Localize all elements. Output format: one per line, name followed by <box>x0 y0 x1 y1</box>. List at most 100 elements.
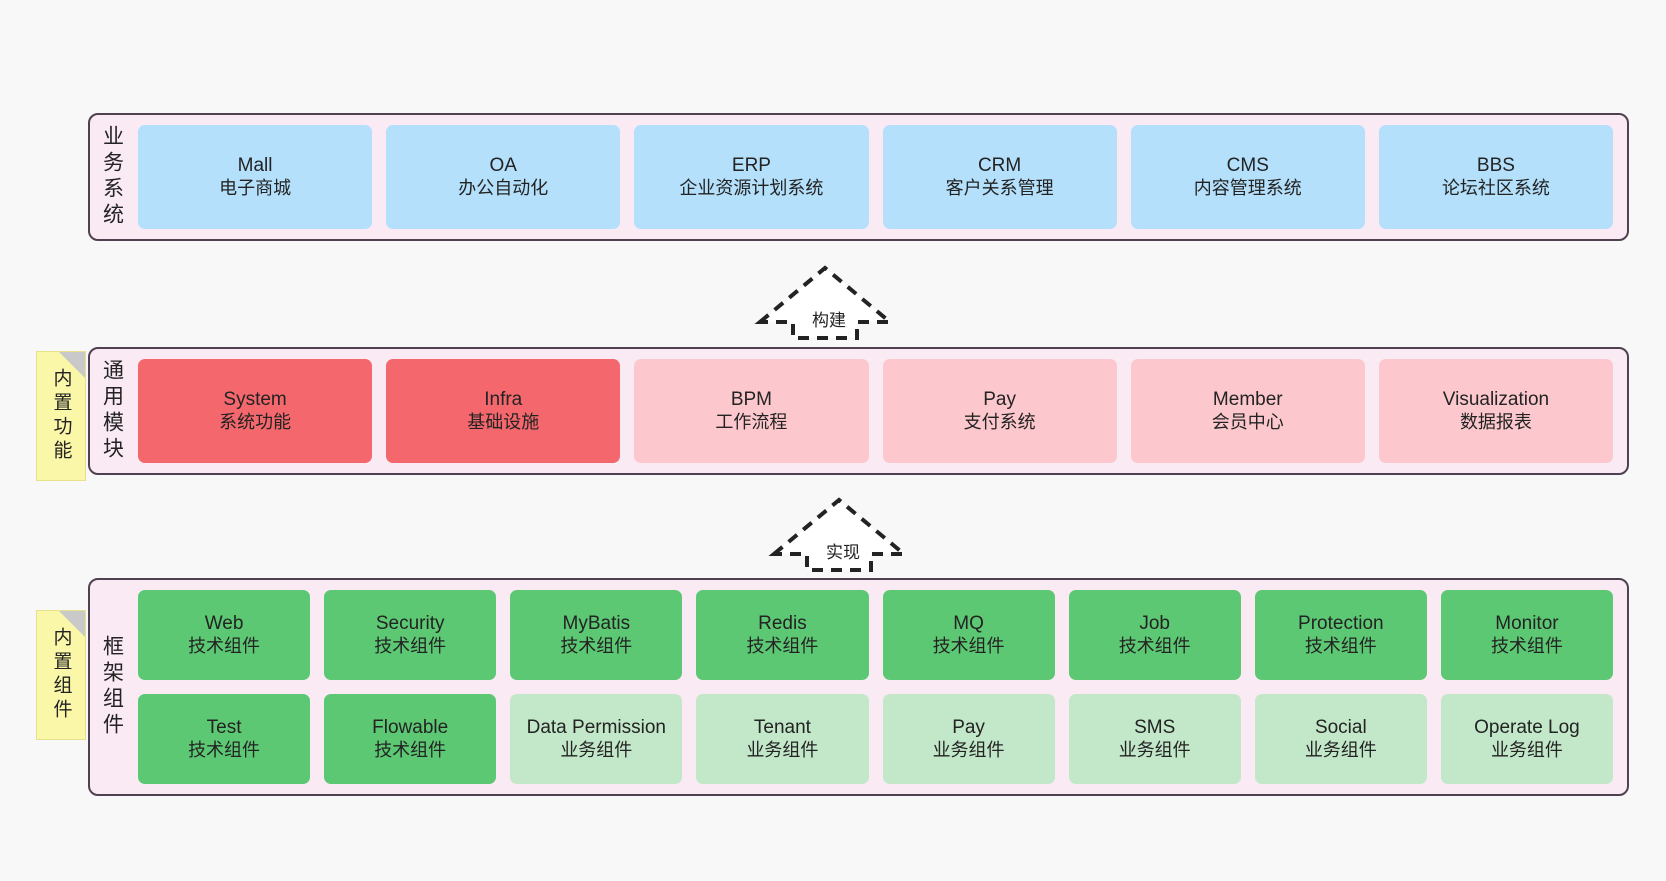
card-title-cn: 客户关系管理 <box>945 177 1054 198</box>
layer-title-framework-components: 框架组件 <box>100 635 124 739</box>
layer-framework-components: 框架组件 Web 技术组件 Security 技术组件 MyBatis 技术组件… <box>88 578 1629 796</box>
card-title-cn: 论坛社区系统 <box>1441 177 1550 198</box>
card-title-en: Pay <box>983 389 1016 411</box>
arrow-implement-label: 实现 <box>826 543 860 562</box>
card-redis[interactable]: Redis 技术组件 <box>696 590 869 680</box>
card-member[interactable]: Member 会员中心 <box>1130 359 1365 463</box>
card-title-cn: 技术组件 <box>746 635 819 656</box>
card-title-cn: 业务组件 <box>1118 739 1191 760</box>
card-title-cn: 业务组件 <box>1490 739 1563 760</box>
layer-body-business-system: Mall 电子商城 OA 办公自动化 ERP 企业资源计划系统 CRM 客户关系… <box>134 115 1627 239</box>
card-protection[interactable]: Protection 技术组件 <box>1254 590 1427 680</box>
card-cms[interactable]: CMS 内容管理系统 <box>1130 125 1365 229</box>
card-title-en: Mall <box>237 155 273 177</box>
card-title-cn: 企业资源计划系统 <box>679 177 824 198</box>
card-title-cn: 技术组件 <box>374 635 447 656</box>
card-crm[interactable]: CRM 客户关系管理 <box>882 125 1117 229</box>
card-title-cn: 技术组件 <box>1304 635 1377 656</box>
card-title-cn: 业务组件 <box>746 739 819 760</box>
card-mybatis[interactable]: MyBatis 技术组件 <box>510 590 683 680</box>
card-row: Mall 电子商城 OA 办公自动化 ERP 企业资源计划系统 CRM 客户关系… <box>138 125 1614 229</box>
card-visualization[interactable]: Visualization 数据报表 <box>1378 359 1614 463</box>
card-title-en: ERP <box>731 155 771 177</box>
card-row: Test 技术组件 Flowable 技术组件 Data Permission … <box>138 694 1613 784</box>
card-oa[interactable]: OA 办公自动化 <box>386 125 621 229</box>
card-title-cn: 技术组件 <box>932 635 1005 656</box>
card-title-cn: 系统功能 <box>219 411 292 432</box>
card-title-en: OA <box>489 155 517 177</box>
sticky-note-label: 内置功能 <box>50 368 72 464</box>
card-title-cn: 技术组件 <box>188 635 261 656</box>
sticky-note-builtin-features: 内置功能 <box>36 351 86 481</box>
card-title-en: Social <box>1314 717 1367 739</box>
card-title-en: BPM <box>730 389 773 411</box>
card-title-en: Security <box>375 613 445 635</box>
card-pay-business[interactable]: Pay 业务组件 <box>882 694 1055 784</box>
card-row: System 系统功能 Infra 基础设施 BPM 工作流程 Pay 支付系统… <box>138 359 1614 463</box>
card-bpm[interactable]: BPM 工作流程 <box>634 359 869 463</box>
card-erp[interactable]: ERP 企业资源计划系统 <box>634 125 869 229</box>
arrow-build: 构建 <box>754 262 902 342</box>
card-title-en: MQ <box>953 613 984 635</box>
card-title-en: CRM <box>977 155 1022 177</box>
sticky-note-label: 内置组件 <box>50 627 72 723</box>
card-sms[interactable]: SMS 业务组件 <box>1068 694 1241 784</box>
card-pay[interactable]: Pay 支付系统 <box>882 359 1117 463</box>
layer-title-common-modules: 通用模块 <box>100 359 124 463</box>
card-title-cn: 技术组件 <box>1118 635 1191 656</box>
card-title-en: SMS <box>1134 717 1176 739</box>
card-title-cn: 业务组件 <box>560 739 633 760</box>
card-title-cn: 支付系统 <box>963 411 1036 432</box>
arrow-build-label: 构建 <box>812 311 846 330</box>
card-title-en: System <box>223 389 287 411</box>
card-bbs[interactable]: BBS 论坛社区系统 <box>1378 125 1614 229</box>
card-title-en: Infra <box>484 389 523 411</box>
card-title-cn: 技术组件 <box>1490 635 1563 656</box>
card-title-en: Operate Log <box>1474 717 1580 739</box>
card-title-en: Test <box>206 717 242 739</box>
card-title-cn: 技术组件 <box>560 635 633 656</box>
card-title-en: Member <box>1212 389 1283 411</box>
layer-body-framework-components: Web 技术组件 Security 技术组件 MyBatis 技术组件 Redi… <box>134 580 1627 794</box>
card-system[interactable]: System 系统功能 <box>138 359 373 463</box>
card-operate-log[interactable]: Operate Log 业务组件 <box>1440 694 1613 784</box>
card-title-cn: 数据报表 <box>1459 411 1532 432</box>
sticky-note-builtin-components: 内置组件 <box>36 610 86 740</box>
card-social[interactable]: Social 业务组件 <box>1254 694 1427 784</box>
card-tenant[interactable]: Tenant 业务组件 <box>696 694 869 784</box>
arrow-implement: 实现 <box>768 494 916 574</box>
card-title-cn: 业务组件 <box>932 739 1005 760</box>
card-title-en: Monitor <box>1495 613 1559 635</box>
card-data-permission[interactable]: Data Permission 业务组件 <box>510 694 683 784</box>
card-title-en: MyBatis <box>562 613 631 635</box>
card-title-en: Visualization <box>1442 389 1550 411</box>
card-mq[interactable]: MQ 技术组件 <box>882 590 1055 680</box>
card-title-cn: 内容管理系统 <box>1193 177 1302 198</box>
arrow-build-icon <box>754 265 896 340</box>
card-monitor[interactable]: Monitor 技术组件 <box>1440 590 1613 680</box>
card-title-en: Protection <box>1298 613 1384 635</box>
card-web[interactable]: Web 技术组件 <box>138 590 311 680</box>
layer-business-system: 业务系统 Mall 电子商城 OA 办公自动化 ERP 企业资源计划系统 CRM… <box>88 113 1629 241</box>
card-test[interactable]: Test 技术组件 <box>138 694 311 784</box>
arrow-implement-icon <box>768 497 910 572</box>
layer-title-business-system: 业务系统 <box>100 125 124 229</box>
card-flowable[interactable]: Flowable 技术组件 <box>324 694 497 784</box>
card-job[interactable]: Job 技术组件 <box>1068 590 1241 680</box>
card-title-cn: 技术组件 <box>374 739 447 760</box>
card-title-cn: 办公自动化 <box>458 177 549 198</box>
card-title-cn: 会员中心 <box>1211 411 1284 432</box>
layer-body-common-modules: System 系统功能 Infra 基础设施 BPM 工作流程 Pay 支付系统… <box>134 349 1627 473</box>
sticky-fold-corner-icon <box>59 611 85 637</box>
card-title-cn: 业务组件 <box>1304 739 1377 760</box>
card-row: Web 技术组件 Security 技术组件 MyBatis 技术组件 Redi… <box>138 590 1613 680</box>
card-title-en: Pay <box>952 717 985 739</box>
card-title-en: Job <box>1139 613 1170 635</box>
card-title-en: Tenant <box>753 717 811 739</box>
card-mall[interactable]: Mall 电子商城 <box>138 125 373 229</box>
card-title-en: BBS <box>1476 155 1515 177</box>
card-title-cn: 技术组件 <box>188 739 261 760</box>
card-infra[interactable]: Infra 基础设施 <box>386 359 621 463</box>
card-security[interactable]: Security 技术组件 <box>324 590 497 680</box>
